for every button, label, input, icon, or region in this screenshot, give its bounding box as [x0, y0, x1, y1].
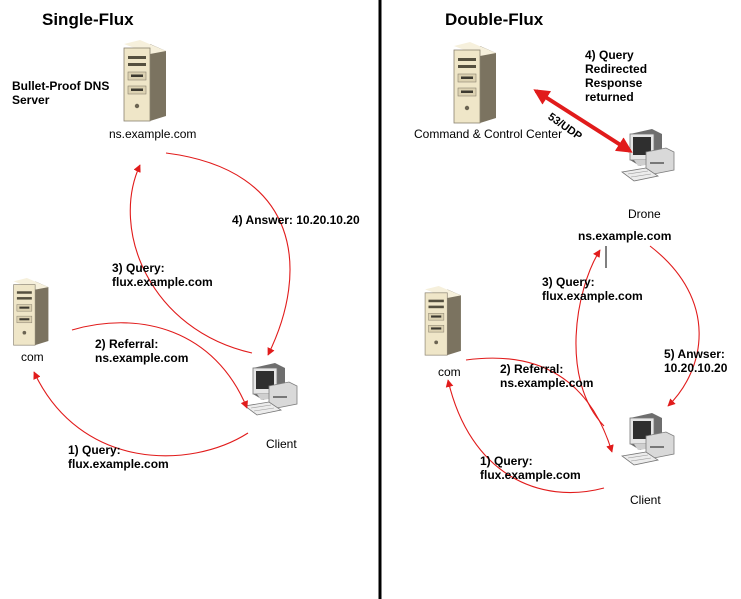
- sf-arrow-answer: [165, 152, 291, 356]
- sf-step4-answer: 4) Answer: 10.20.10.20: [232, 213, 360, 227]
- client-computer-icon: [244, 362, 298, 416]
- single-flux-title: Single-Flux: [42, 10, 134, 29]
- df-arrow-referral: [465, 357, 614, 453]
- df-step4-line1: 4) Query: [585, 48, 634, 62]
- df-step3-line2: flux.example.com: [542, 289, 643, 303]
- sf-step3-line1: 3) Query:: [112, 261, 165, 275]
- sf-step1-line2: flux.example.com: [68, 457, 169, 471]
- df-step2-line2: ns.example.com: [500, 376, 594, 390]
- df-arrow-answer: [649, 245, 700, 407]
- df-arrow-query-ns: [575, 249, 605, 427]
- cc-server-icon: [453, 42, 497, 124]
- df-client-computer-icon: [621, 412, 675, 466]
- df-step4-line3: Response: [585, 76, 643, 90]
- df-com-label: com: [438, 365, 461, 379]
- bp-dns-label-line2: Server: [12, 93, 50, 107]
- cc-center-label: Command & Control Center: [414, 127, 563, 141]
- df-client-label: Client: [630, 493, 661, 507]
- df-arrow-query-com: [445, 379, 605, 494]
- double-flux-title: Double-Flux: [445, 10, 544, 29]
- df-arrow-53udp: [533, 89, 633, 153]
- df-step1-line1: 1) Query:: [480, 454, 533, 468]
- drone-computer-icon: [621, 128, 675, 182]
- sf-arrow-referral: [71, 322, 248, 409]
- drone-label: Drone: [628, 207, 661, 221]
- bp-dns-label-line1: Bullet-Proof DNS: [12, 79, 110, 93]
- df-step3-line1: 3) Query:: [542, 275, 595, 289]
- df-step5-line2: 10.20.10.20: [664, 361, 728, 375]
- df-step4-line4: returned: [585, 90, 634, 104]
- sf-arrow-query-com: [33, 371, 249, 457]
- df-ns-label: ns.example.com: [578, 229, 672, 243]
- sf-step2-line2: ns.example.com: [95, 351, 189, 365]
- sf-arrow-query-ns: [129, 164, 253, 354]
- com-server-label: com: [21, 350, 44, 364]
- com-server-icon: [13, 278, 49, 346]
- sf-step1-line1: 1) Query:: [68, 443, 121, 457]
- df-step2-line1: 2) Referral:: [500, 362, 564, 376]
- ns-server-label: ns.example.com: [109, 127, 197, 141]
- df-step4-line2: Redirected: [585, 62, 648, 76]
- ns-server-icon: [123, 40, 167, 122]
- df-step1-line2: flux.example.com: [480, 468, 581, 482]
- sf-step2-line1: 2) Referral:: [95, 337, 159, 351]
- client-label: Client: [266, 437, 297, 451]
- df-step5-line1: 5) Anwser:: [664, 347, 725, 361]
- sf-step3-line2: flux.example.com: [112, 275, 213, 289]
- df-com-server-icon: [424, 286, 462, 356]
